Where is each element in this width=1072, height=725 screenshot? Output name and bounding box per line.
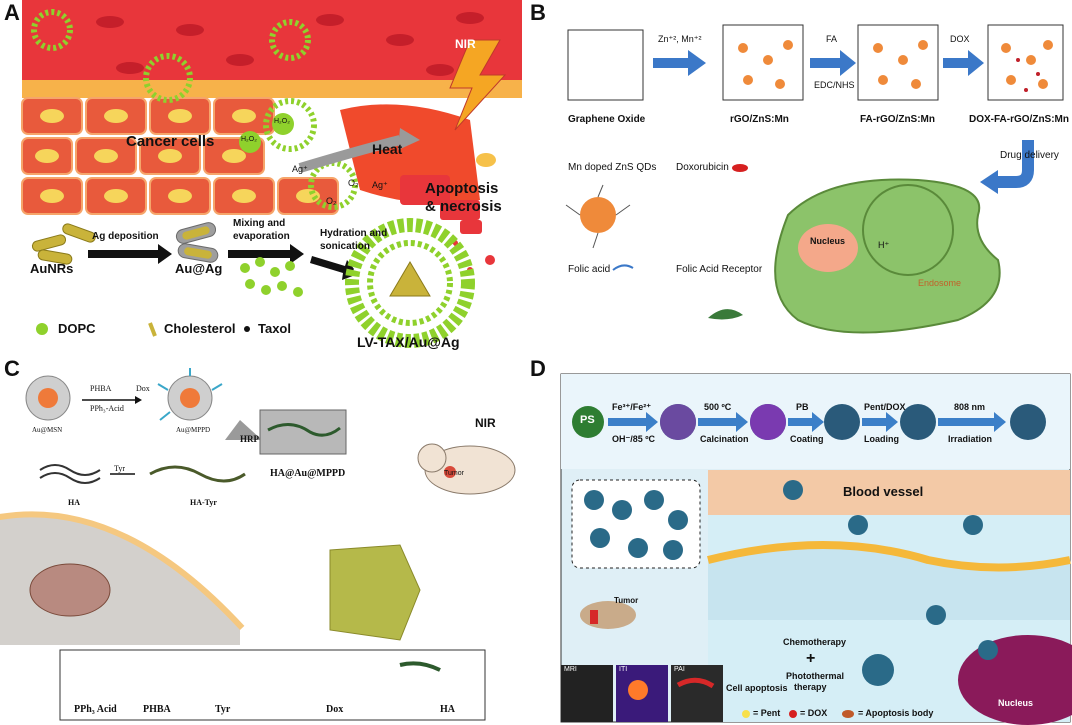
fa-rgo-label: FA-rGO/ZnS:Mn bbox=[860, 114, 935, 125]
mn-qds-label: Mn doped ZnS QDs bbox=[568, 162, 657, 173]
c-phba-step: PHBA bbox=[90, 384, 112, 393]
h2o2-label-a: H₂O₂ bbox=[241, 136, 257, 143]
d-step5-bottom: Irradiation bbox=[948, 434, 993, 444]
necrosis-label: & necrosis bbox=[425, 198, 502, 215]
h2o2-label-b: H₂O₂ bbox=[274, 118, 290, 125]
d-iti: ITI bbox=[619, 666, 628, 673]
panel-c: C PHBA PPh₃-Acid Dox Au@MSN Au@MPPD HRP … bbox=[0, 360, 522, 725]
step3-label: DOX bbox=[950, 34, 970, 44]
legend-dopc: DOPC bbox=[58, 321, 96, 336]
d-step3-top: PB bbox=[796, 402, 809, 412]
d-nucleus: Nucleus bbox=[998, 698, 1034, 708]
au-ag-label: Au@Ag bbox=[175, 261, 223, 276]
doxorubicin-label: Doxorubicin bbox=[676, 162, 729, 173]
panel-b-illustration bbox=[565, 24, 1064, 334]
cancer-cells-label: Cancer cells bbox=[126, 133, 215, 150]
c-legend-4: HA bbox=[440, 704, 455, 715]
heat-label: Heat bbox=[372, 141, 403, 157]
d-photothermal-1: Photothermal bbox=[786, 671, 845, 681]
panel-d-illustration bbox=[560, 373, 1072, 725]
ag-deposition-label: Ag deposition bbox=[92, 231, 159, 242]
panel-c-label: C bbox=[4, 360, 20, 381]
step2-bottom-label: EDC/NHS bbox=[814, 80, 855, 90]
d-chemotherapy: Chemotherapy bbox=[783, 637, 847, 647]
aunrs-label: AuNRs bbox=[30, 261, 74, 276]
d-step4-bottom: Loading bbox=[864, 434, 899, 444]
d-plus: + bbox=[806, 650, 816, 667]
panel-a-illustration bbox=[21, 0, 522, 348]
d-photothermal-2: therapy bbox=[794, 682, 827, 692]
panel-c-illustration bbox=[0, 368, 516, 721]
c-pph3-step: PPh₃-Acid bbox=[90, 404, 124, 413]
d-step3-bottom: Coating bbox=[790, 434, 824, 444]
d-tumor: Tumor bbox=[614, 596, 639, 605]
mixing-label: Mixing and bbox=[233, 218, 286, 229]
c-hrp: HRP bbox=[240, 434, 259, 444]
d-step5-top: 808 nm bbox=[954, 402, 986, 412]
c-legend-0: PPh₃ Acid bbox=[74, 704, 117, 715]
h-plus-label: H⁺ bbox=[878, 240, 890, 250]
legend-taxol: Taxol bbox=[258, 321, 291, 336]
d-ps: PS bbox=[580, 414, 595, 426]
panel-a: A Cancer cells NIR Heat H₂O₂ H₂O₂ Ag⁺ Ag… bbox=[0, 0, 522, 352]
d-step2-top: 500 ºC bbox=[704, 402, 732, 412]
d-step2-bottom: Calcination bbox=[700, 434, 749, 444]
graphene-oxide-label: Graphene Oxide bbox=[568, 114, 646, 125]
c-tumor: Tumor bbox=[444, 470, 464, 477]
d-step1-top: Fe³⁺/Fe²⁺ bbox=[612, 402, 652, 412]
c-dox-step: Dox bbox=[136, 384, 150, 393]
c-ha-tyr: HA-Tyr bbox=[190, 498, 217, 507]
c-ha: HA bbox=[68, 498, 80, 507]
d-legend-apoptosis: = Apoptosis body bbox=[858, 708, 934, 718]
c-legend-3: Dox bbox=[326, 704, 344, 715]
d-cell-apoptosis: Cell apoptosis bbox=[726, 683, 788, 693]
folic-acid-label: Folic acid bbox=[568, 264, 611, 275]
product-label: LV-TAX/Au@Ag bbox=[357, 334, 460, 350]
sonication-label: sonication bbox=[320, 241, 371, 252]
panel-b-label: B bbox=[530, 0, 546, 25]
c-au-mppd: Au@MPPD bbox=[176, 426, 211, 434]
c-legend-2: Tyr bbox=[215, 704, 231, 715]
panel-d-label: D bbox=[530, 360, 546, 381]
ag-plus-label-b: Ag⁺ bbox=[372, 180, 388, 190]
d-legend-dox: = DOX bbox=[800, 708, 828, 718]
evaporation-label: evaporation bbox=[233, 231, 290, 242]
d-mri: MRI bbox=[564, 666, 577, 673]
legend-cholesterol: Cholesterol bbox=[164, 321, 236, 336]
panel-b: B Graphene Oxide Zn⁺², Mn⁺² rGO/ZnS:Mn F… bbox=[528, 0, 1072, 352]
c-au-msn: Au@MSN bbox=[32, 426, 63, 434]
c-legend-1: PHBA bbox=[143, 704, 171, 715]
d-step4-top: Pent/DOX bbox=[864, 402, 906, 412]
c-tyr-step: Tyr bbox=[114, 464, 125, 473]
step2-top-label: FA bbox=[826, 34, 838, 44]
panel-a-label: A bbox=[4, 0, 20, 25]
nucleus-label: Nucleus bbox=[810, 236, 846, 246]
nir-label: NIR bbox=[455, 37, 476, 51]
hydration-label: Hydration and bbox=[320, 228, 388, 239]
ag-plus-label-a: Ag⁺ bbox=[292, 164, 308, 174]
o2-label-a: O₂ bbox=[348, 178, 359, 188]
drug-delivery-label: Drug delivery bbox=[1000, 150, 1059, 161]
c-nir: NIR bbox=[475, 416, 496, 430]
d-step1-bottom: OH⁻/85 ºC bbox=[612, 434, 656, 444]
fa-receptor-label: Folic Acid Receptor bbox=[676, 264, 763, 275]
panel-d: D PS Fe³⁺/Fe²⁺ OH⁻/85 ºC 500 ºC Calcinat… bbox=[528, 360, 1072, 725]
step1-label: Zn⁺², Mn⁺² bbox=[658, 34, 702, 44]
apoptosis-label: Apoptosis bbox=[425, 180, 499, 197]
endosome-label: Endosome bbox=[918, 278, 962, 288]
c-ha-au-mppd: HA@Au@MPPD bbox=[270, 468, 346, 479]
dox-fa-rgo-label: DOX-FA-rGO/ZnS:Mn bbox=[969, 114, 1069, 125]
d-blood-vessel: Blood vessel bbox=[843, 484, 924, 499]
o2-label-b: O₂ bbox=[326, 196, 337, 206]
rgo-label: rGO/ZnS:Mn bbox=[730, 114, 789, 125]
d-legend-pent: = Pent bbox=[753, 708, 781, 718]
d-pai: PAI bbox=[674, 666, 685, 673]
